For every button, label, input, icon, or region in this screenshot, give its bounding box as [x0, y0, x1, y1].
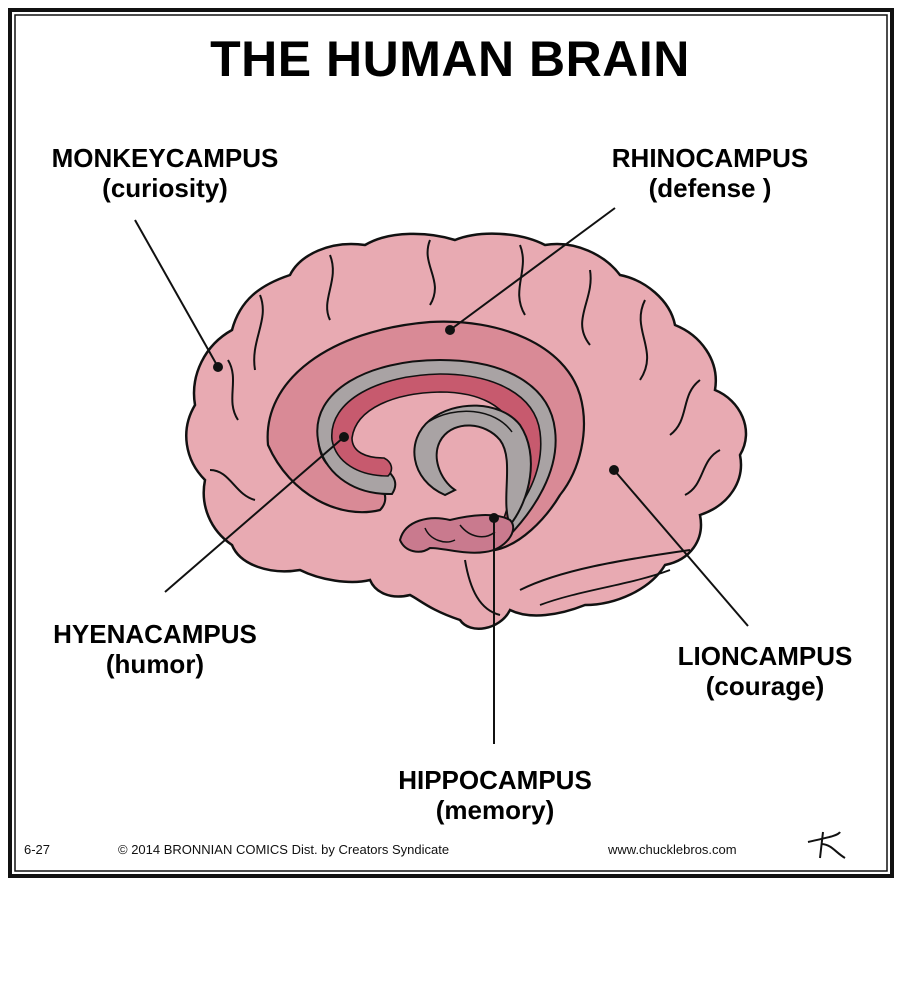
panel-border	[8, 8, 894, 878]
label-monkeycampus: MONKEYCAMPUS (curiosity)	[30, 143, 300, 203]
label-hyenacampus: HYENACAMPUS (humor)	[20, 619, 290, 679]
label-lioncampus-name: LIONCAMPUS	[677, 641, 853, 671]
footer-website: www.chucklebros.com	[608, 842, 737, 857]
pointer-rhinocampus	[449, 207, 616, 331]
label-rhinocampus-name: RHINOCAMPUS	[611, 143, 809, 173]
label-hippocampus-name: HIPPOCAMPUS	[398, 765, 592, 795]
label-hyenacampus-sub: (humor)	[105, 649, 205, 679]
label-hippocampus-sub: (memory)	[435, 795, 555, 825]
brain-outline	[185, 232, 748, 630]
signature-mark	[807, 831, 846, 859]
label-lioncampus: LIONCAMPUS (courage)	[635, 641, 895, 701]
footer-date: 6-27	[24, 842, 51, 857]
pointer-monkeycampus	[134, 219, 219, 368]
comic-title: THE HUMAN BRAIN	[210, 31, 690, 87]
label-rhinocampus: RHINOCAMPUS (defense )	[575, 143, 845, 203]
pointer-lioncampus	[613, 469, 749, 627]
label-hyenacampus-name: HYENACAMPUS	[53, 619, 257, 649]
label-lioncampus-sub: (courage)	[705, 671, 825, 701]
hippocampus-structure	[398, 514, 515, 554]
footer-copyright: © 2014 BRONNIAN COMICS Dist. by Creators…	[118, 842, 450, 857]
label-hippocampus: HIPPOCAMPUS (memory)	[360, 765, 630, 825]
label-rhinocampus-sub: (defense )	[648, 173, 772, 203]
label-monkeycampus-sub: (curiosity)	[102, 173, 228, 203]
label-monkeycampus-name: MONKEYCAMPUS	[51, 143, 279, 173]
pointer-hyenacampus	[164, 436, 345, 593]
